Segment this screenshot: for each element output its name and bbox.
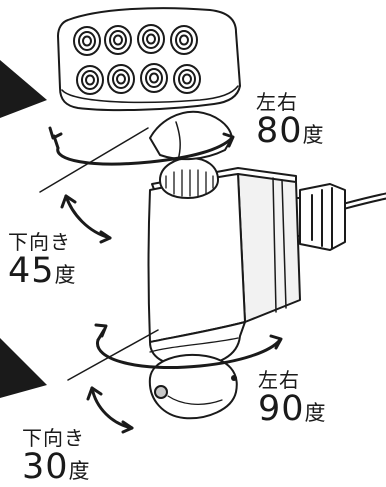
reference-lines	[39, 127, 159, 381]
tilt-direction-text: 下向き	[8, 230, 71, 254]
tilt-angle-value: 30	[22, 447, 69, 487]
tilt-angle-label-top: 下向き 45度	[8, 232, 76, 289]
led-lamp-head	[57, 7, 241, 112]
pointer-triangle-top	[0, 60, 47, 118]
tilt-arrow-bottom	[86, 386, 134, 434]
pan-arrow-top	[48, 126, 235, 166]
power-cable	[341, 192, 386, 210]
tilt-angle-value: 45	[8, 251, 55, 291]
pan-arrow-bottom	[94, 323, 283, 370]
tilt-angle-label-bottom: 下向き 30度	[22, 428, 90, 485]
pan-angle-value: 80	[256, 111, 303, 151]
degree-unit: 度	[302, 123, 324, 147]
pan-direction-text: 左右	[258, 368, 300, 392]
pan-angle-label-top: 左右 80度	[256, 92, 324, 149]
pan-angle-label-bottom: 左右 90度	[258, 370, 326, 427]
pan-angle-value: 90	[258, 389, 305, 429]
main-body-box	[147, 167, 301, 343]
sensor-dome	[148, 354, 238, 420]
tilt-arrow-top	[60, 194, 112, 244]
degree-unit: 度	[304, 401, 326, 425]
upper-neck	[149, 110, 233, 199]
degree-unit: 度	[54, 263, 76, 287]
pan-direction-text: 左右	[256, 90, 298, 114]
lower-neck	[149, 321, 246, 367]
pointer-triangle-bottom	[0, 338, 47, 398]
degree-unit: 度	[68, 459, 90, 483]
led-cluster	[73, 24, 201, 95]
tilt-direction-text: 下向き	[22, 426, 85, 450]
